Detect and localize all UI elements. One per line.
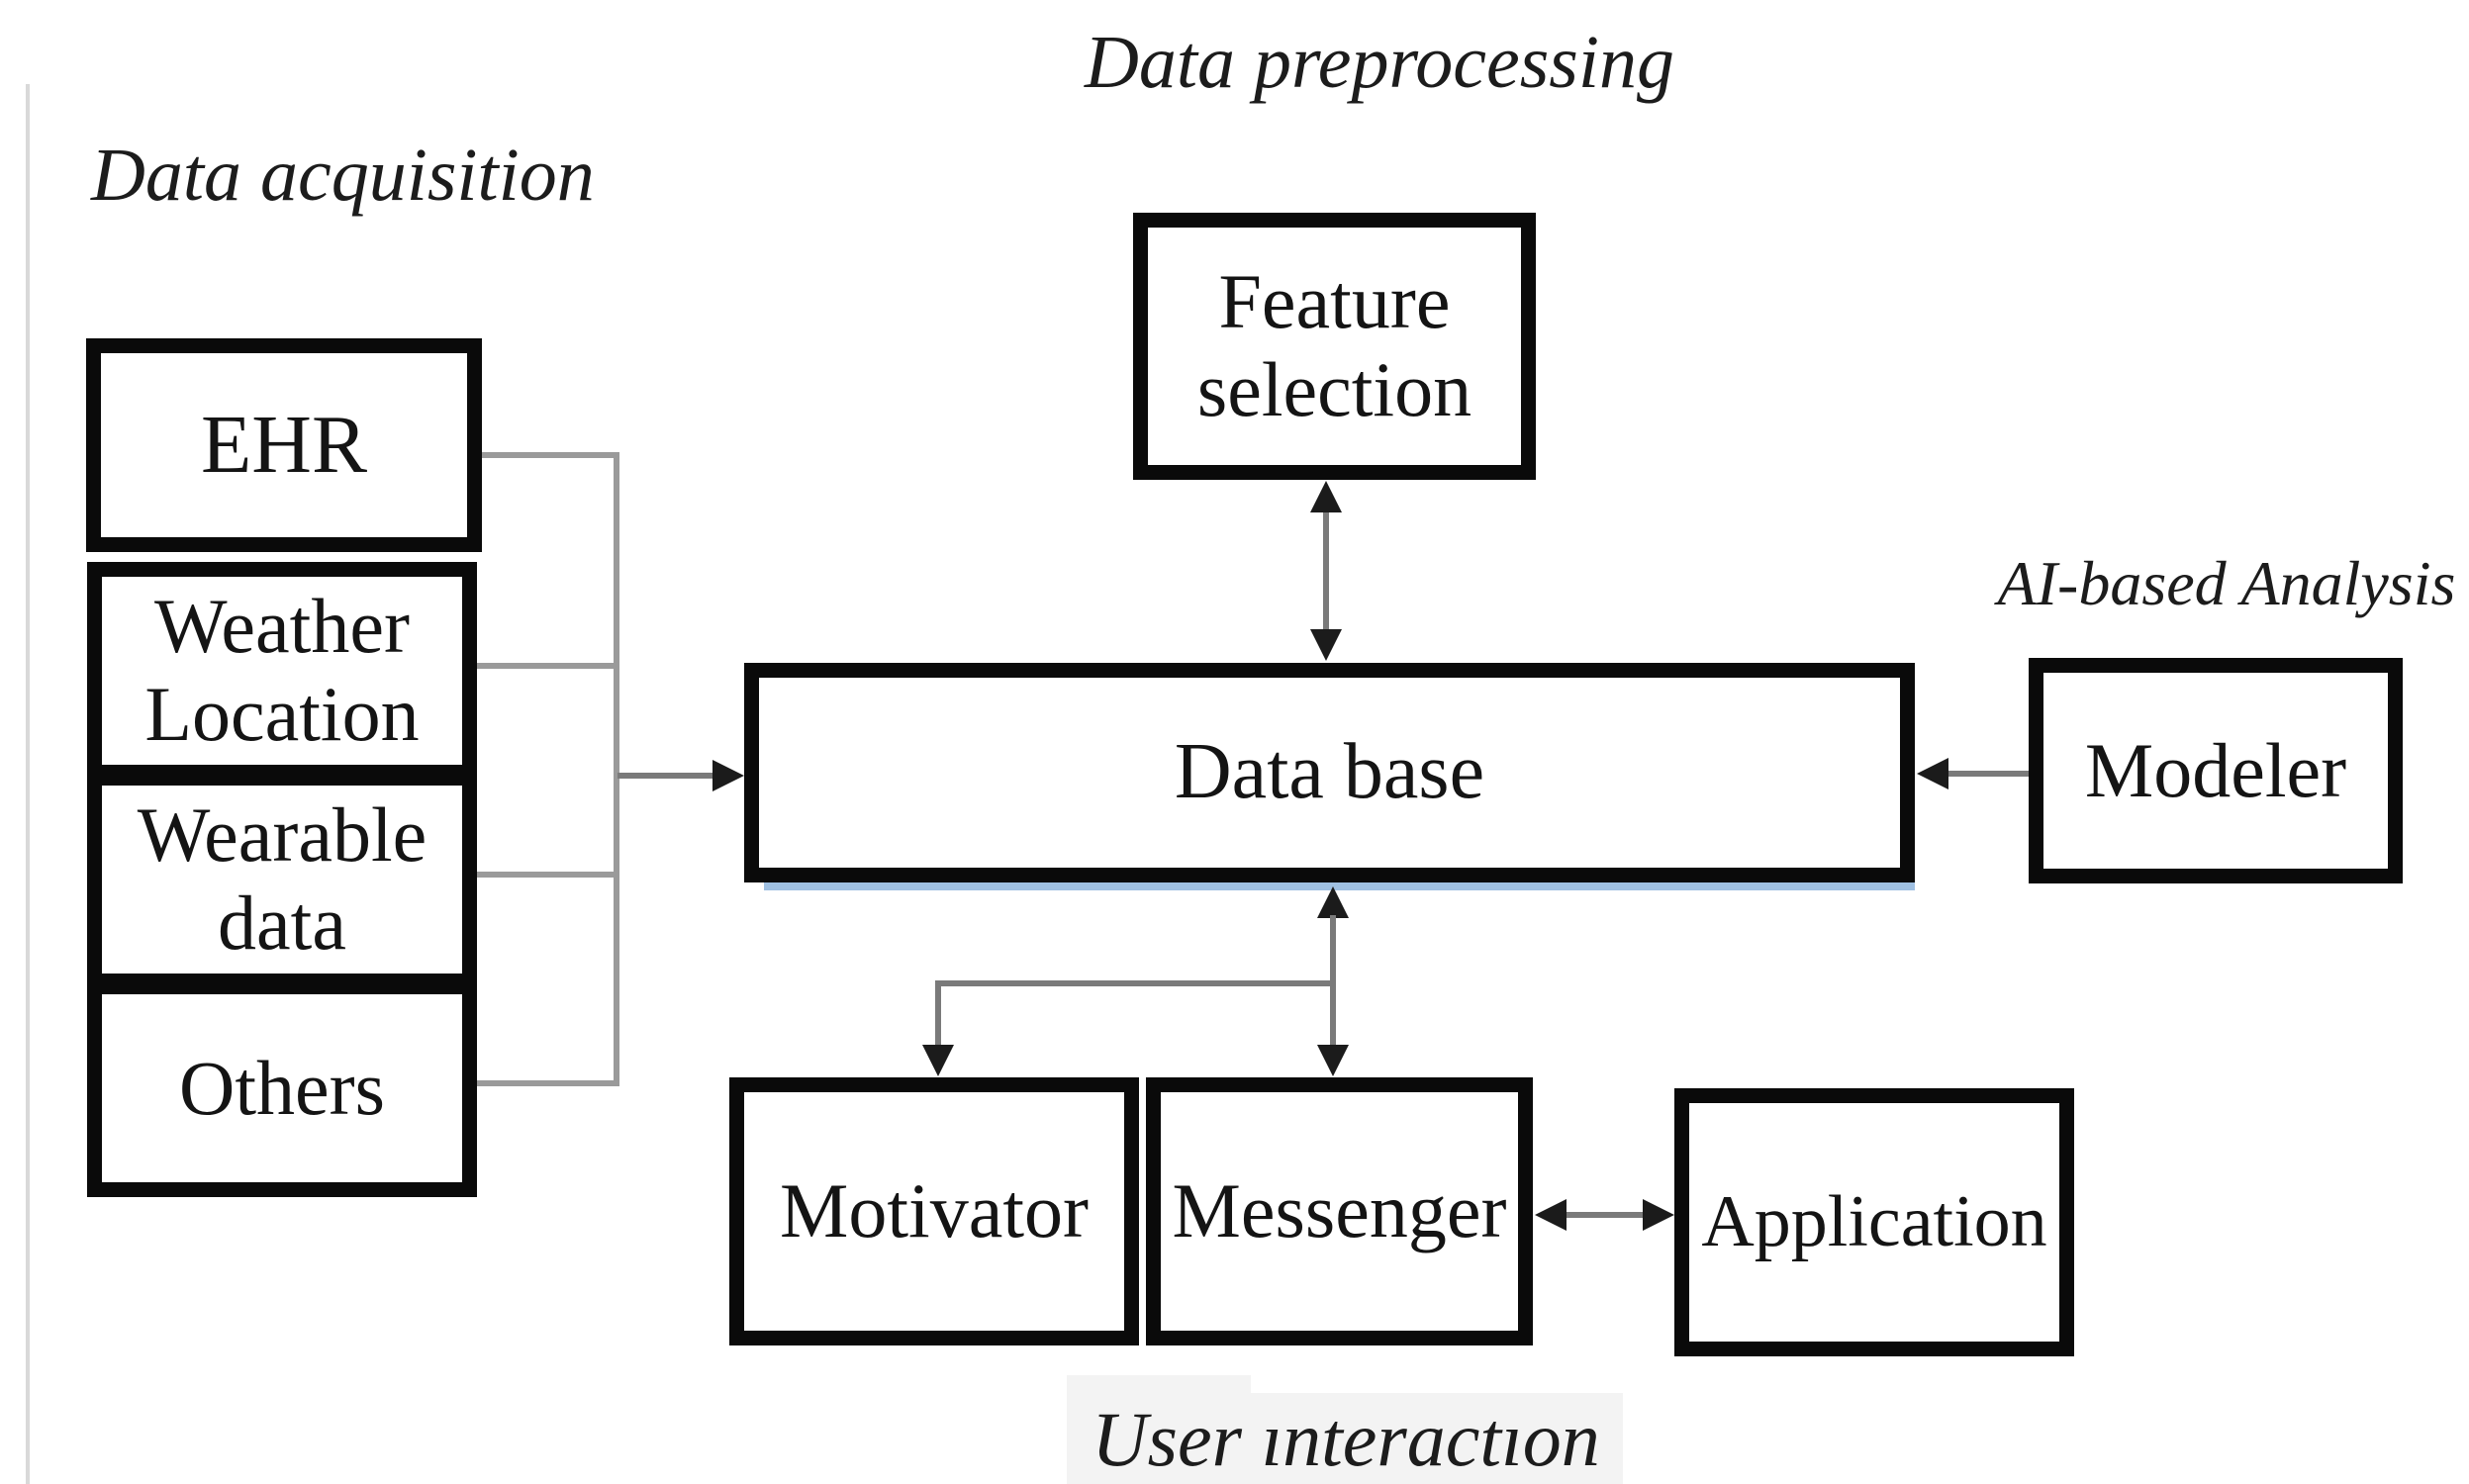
connector-others-stub — [477, 1080, 617, 1086]
node-wearable-data-label1: Wearable — [137, 791, 427, 879]
node-messenger: Messenger — [1146, 1077, 1533, 1345]
node-motivator-label: Motivator — [780, 1167, 1089, 1254]
label-data-acquisition-line2: acquisition — [260, 134, 595, 217]
arrowhead-into-application-icon — [1643, 1199, 1674, 1231]
connector-messenger-application — [1559, 1212, 1650, 1218]
node-database: Data base — [744, 663, 1915, 882]
label-user-interaction-highlight2 — [1067, 1393, 1623, 1484]
connector-bus-to-database — [617, 773, 716, 779]
node-weather-location: Weather Location — [87, 562, 477, 780]
node-modeler: Modeler — [2029, 658, 2403, 883]
label-data-preprocessing-line1: Data — [1085, 21, 1235, 104]
node-feature-selection: Feature selection — [1133, 213, 1536, 480]
node-wearable-data-label2: data — [218, 880, 346, 966]
connector-database-messenger — [1330, 915, 1336, 1054]
arrowhead-into-messenger-right-icon — [1535, 1199, 1567, 1231]
connector-wearable-stub — [477, 872, 617, 878]
label-data-preprocessing: Data preprocessing — [1085, 14, 1674, 112]
connector-ehr-stub — [482, 452, 617, 458]
arrowhead-into-database-bottom-icon — [1317, 886, 1349, 918]
node-ehr-label: EHR — [201, 399, 367, 492]
node-application-label: Application — [1701, 1181, 2047, 1263]
arrowhead-into-motivator-icon — [922, 1045, 954, 1076]
node-messenger-label: Messenger — [1172, 1167, 1507, 1254]
node-others-label: Others — [179, 1044, 385, 1131]
node-feature-selection-label2: selection — [1196, 346, 1472, 432]
connector-branch-motivator — [935, 980, 941, 1054]
arrowhead-into-database-right-icon — [1917, 758, 1948, 789]
node-motivator: Motivator — [729, 1077, 1139, 1345]
label-data-preprocessing-line2: preprocessing — [1254, 21, 1674, 104]
label-user-interaction: User ınteractıon — [1092, 1396, 1600, 1482]
node-feature-selection-label1: Feature — [1218, 258, 1451, 345]
node-modeler-label: Modeler — [2084, 726, 2347, 813]
arrowhead-into-feature-icon — [1310, 481, 1342, 512]
arrowhead-into-database-left-icon — [712, 760, 744, 791]
node-weather-location-label1: Weather — [154, 583, 410, 670]
connector-feature-database — [1323, 500, 1329, 648]
connector-weather-stub — [477, 663, 617, 669]
node-wearable-data: Wearable data — [87, 771, 477, 988]
arrowhead-into-messenger-icon — [1317, 1045, 1349, 1076]
node-weather-location-label2: Location — [144, 671, 420, 757]
connector-left-bus — [614, 452, 619, 1086]
connector-branch-horizontal — [935, 980, 1333, 986]
node-others: Others — [87, 979, 477, 1197]
label-data-acquisition: Data acquisition — [91, 127, 595, 225]
connector-modeler-database — [1945, 771, 2029, 777]
label-data-acquisition-line1: Data — [91, 134, 241, 217]
label-ai-based-analysis: AI-based Analysis — [1997, 548, 2456, 618]
node-application: Application — [1674, 1088, 2074, 1356]
left-edge-rule — [26, 84, 30, 1484]
node-database-label: Data base — [1174, 728, 1485, 816]
arrowhead-into-database-top-icon — [1310, 629, 1342, 661]
node-ehr: EHR — [86, 338, 482, 552]
